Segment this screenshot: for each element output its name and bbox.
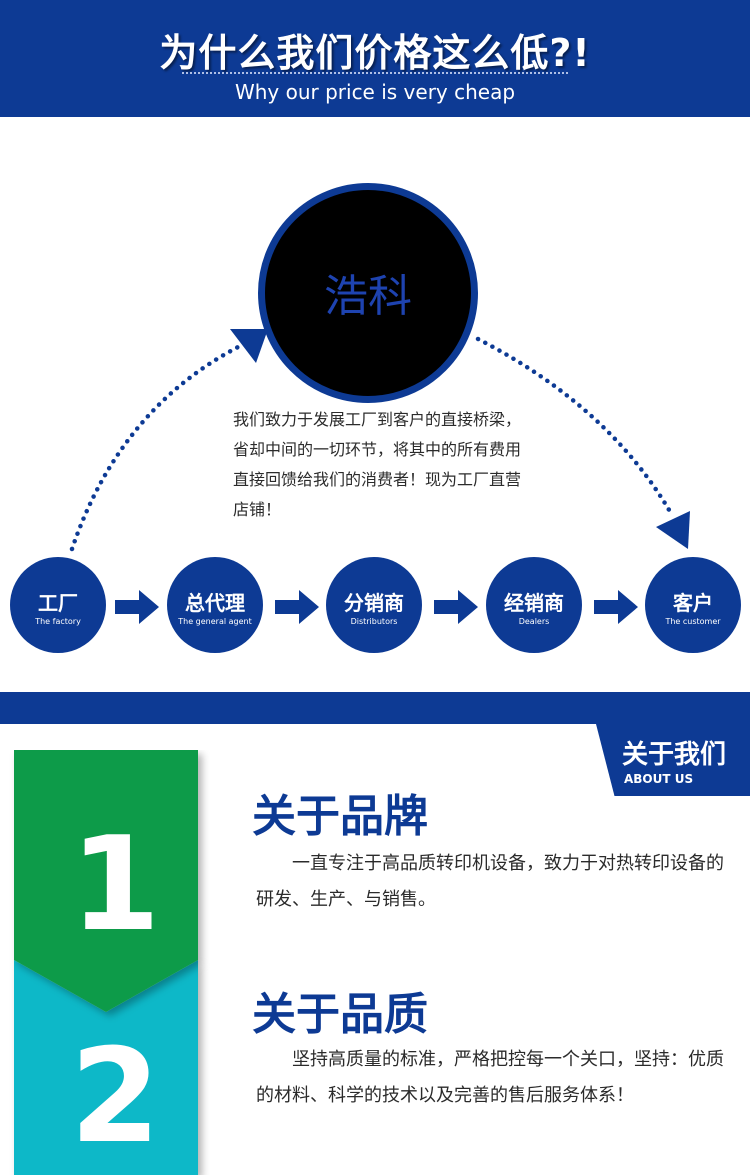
left-dotted-arc: [69, 342, 245, 552]
node-general-agent: 总代理 The general agent: [167, 557, 263, 653]
brand-text: 一直专注于高品质转印机设备，致力于对热转印设备的研发、生产、与销售。: [256, 853, 724, 910]
quality-title: 关于品质: [252, 989, 428, 1040]
flow-arrow-icon: [434, 590, 478, 624]
node-sublabel: The general agent: [178, 617, 252, 626]
about-us-tag: 关于我们 ABOUT US: [596, 724, 750, 796]
node-sublabel: Dealers: [518, 617, 550, 626]
right-arc-arrowhead: [656, 511, 690, 549]
center-label: 浩科: [324, 271, 412, 322]
node-customer: 客户 The customer: [645, 557, 741, 653]
number-ribbons: [14, 750, 198, 1175]
section-number: 1: [70, 808, 161, 960]
page-title: 为什么我们价格这么低?!: [159, 31, 591, 75]
node-distributors: 分销商 Distributors: [326, 557, 422, 653]
node-label: 工厂: [38, 591, 78, 615]
node-sublabel: Distributors: [350, 617, 398, 626]
center-circle: 浩科: [258, 183, 478, 403]
section-divider: [0, 692, 750, 724]
right-dotted-arc: [475, 336, 675, 518]
flow-arrow-icon: [275, 590, 319, 624]
flow-arrow-icon: [115, 590, 159, 624]
dotted-arc-arrows: [69, 329, 690, 552]
node-label: 经销商: [504, 591, 564, 615]
section-number: 2: [70, 1020, 161, 1172]
brand-title: 关于品牌: [252, 791, 428, 842]
quality-text: 坚持高质量的标准，严格把控每一个关口，坚持：优质的材料、科学的技术以及完善的售后…: [256, 1049, 724, 1106]
about-us-subtitle: ABOUT US: [624, 772, 694, 786]
page-subtitle: Why our price is very cheap: [234, 80, 516, 104]
header-banner: 为什么我们价格这么低?! Why our price is very cheap: [0, 0, 750, 117]
node-factory: 工厂 The factory: [10, 557, 106, 653]
price-flow-diagram: 浩科 我们致力于发展工厂到客户的直接桥梁，省却中间的一切环节，将其中的所有费用直…: [0, 117, 750, 692]
node-label: 分销商: [344, 591, 404, 615]
node-sublabel: The customer: [665, 617, 721, 626]
intro-paragraph: 我们致力于发展工厂到客户的直接桥梁，省却中间的一切环节，将其中的所有费用直接回馈…: [233, 410, 522, 519]
ribbon-green: [14, 750, 198, 1012]
node-label: 客户: [673, 591, 713, 615]
node-dealers: 经销商 Dealers: [486, 557, 582, 653]
ribbon-teal: [14, 960, 198, 1175]
flow-arrow-icon: [594, 590, 638, 624]
about-us-title: 关于我们: [622, 740, 727, 770]
header-dotted-rule: [182, 72, 568, 74]
node-label: 总代理: [185, 591, 245, 615]
node-sublabel: The factory: [35, 617, 81, 626]
left-arc-arrowhead: [230, 329, 268, 363]
